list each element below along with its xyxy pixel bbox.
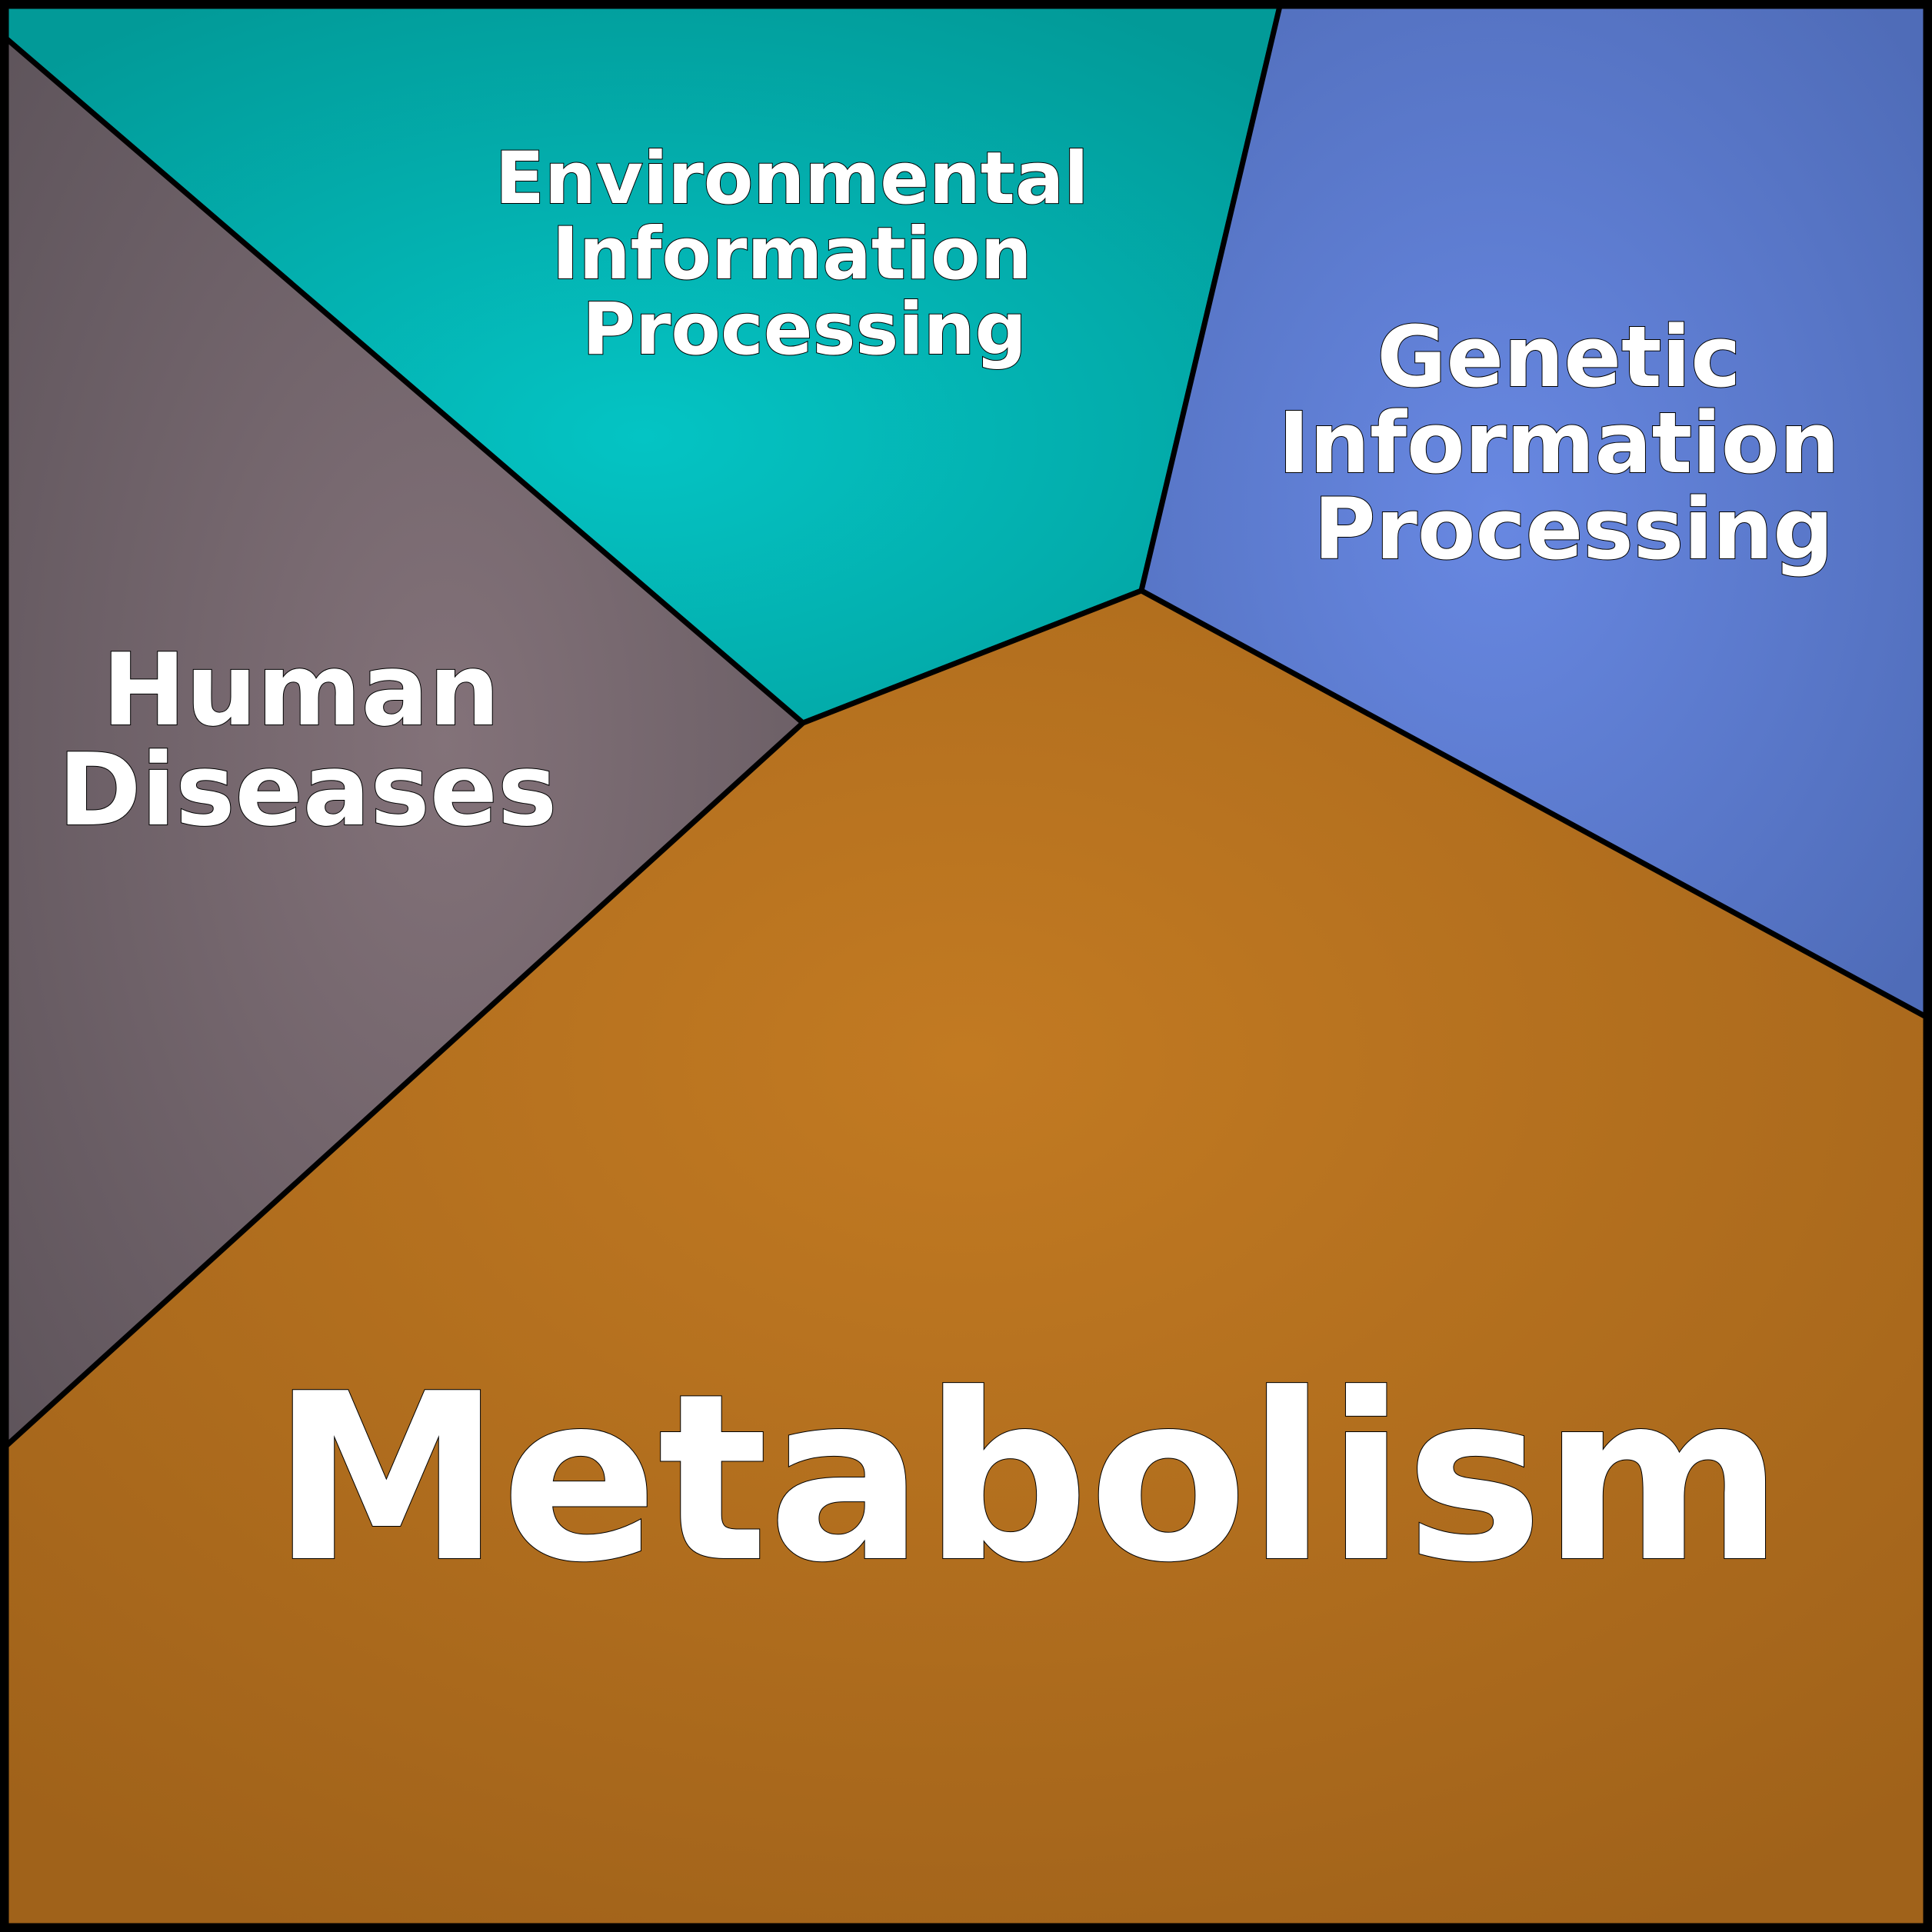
human-label-line-1: Human <box>102 631 500 748</box>
genetic-label-line-1: Genetic <box>1377 308 1740 406</box>
region-genetic-information-processing: Genetic Information Processing <box>1138 3 1929 1020</box>
region-environmental-information-processing: Environmental Information Processing <box>3 3 1283 726</box>
region-metabolism: Metabolism <box>3 588 1929 1929</box>
environmental-label-line-2: Information <box>552 212 1032 296</box>
metabolism-label-line-1: Metabolism <box>271 1344 1784 1613</box>
region-human-label: Human Diseases <box>58 631 558 848</box>
environmental-label-line-3: Processing <box>582 288 1027 371</box>
genetic-label-line-3: Processing <box>1314 480 1834 578</box>
region-environmental-label: Environmental Information Processing <box>495 137 1114 371</box>
region-genetic-label: Genetic Information Processing <box>1278 308 1869 578</box>
region-metabolism-label: Metabolism <box>271 1344 1784 1613</box>
region-human-diseases: Human Diseases <box>3 35 806 1449</box>
human-label-line-2: Diseases <box>58 731 558 848</box>
genetic-label-line-2: Information <box>1278 394 1840 492</box>
environmental-label-line-1: Environmental <box>495 137 1089 221</box>
